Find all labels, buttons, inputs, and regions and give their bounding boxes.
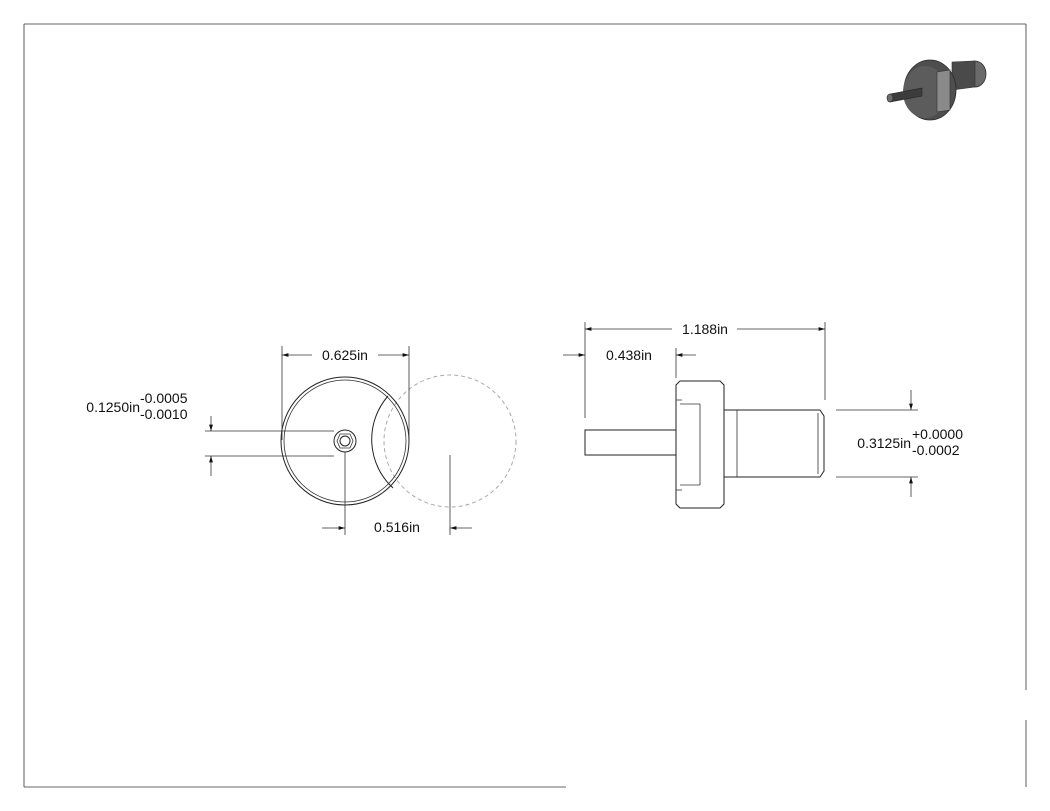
- side-head: [675, 380, 725, 509]
- dim-pin-diameter: 0.1250in: [86, 399, 140, 415]
- dim-shank-tol-upper: +0.0000: [912, 426, 963, 442]
- side-view: 1.188in 0.438in 0.3125in +0.0000 -0.0002: [563, 321, 963, 509]
- dim-pin-tol-lower: -0.0010: [140, 406, 188, 422]
- pin-circle-inner: [339, 435, 351, 447]
- dim-pin-tol-upper: -0.0005: [140, 390, 188, 406]
- phantom-circle: [383, 374, 517, 508]
- dim-shank-diameter: 0.3125in: [857, 435, 911, 451]
- pin-hex: [336, 433, 354, 449]
- sheet-border: [23, 23, 1027, 788]
- dim-shank-tol-lower: -0.0002: [912, 442, 960, 458]
- front-view: 0.625in 0.1250in -0.0005 -0.0010 0.516in: [86, 346, 517, 535]
- dim-front-diameter: 0.625in: [322, 347, 368, 363]
- flat-arc: [371, 395, 394, 489]
- side-pin: [584, 429, 677, 456]
- dim-offset: 0.516in: [374, 519, 420, 535]
- isometric-thumbnail-icon: [886, 59, 987, 121]
- dim-overall-length: 1.188in: [682, 321, 728, 337]
- dim-pin-length: 0.438in: [606, 347, 652, 363]
- side-shank: [723, 409, 825, 478]
